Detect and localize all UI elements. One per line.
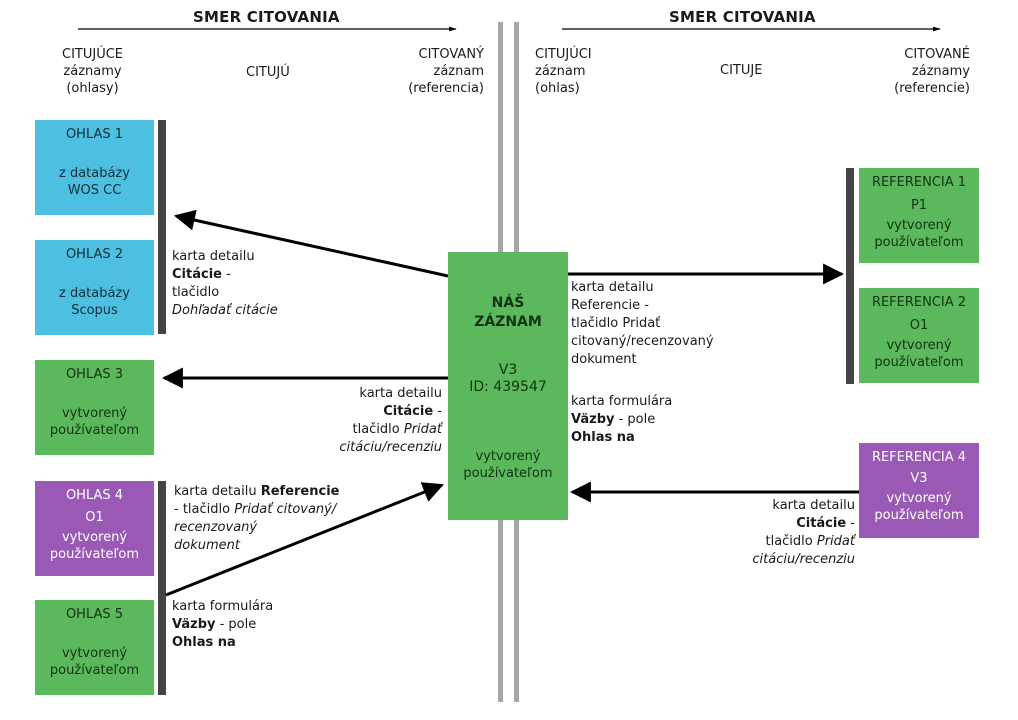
note-referencie-pridat-right: karta detailu Referencie - tlačidlo Prid… — [571, 280, 714, 367]
col-label-citujuce: CITUJÚCE záznamy (ohlasy) — [62, 47, 124, 96]
col-label-citovany: CITOVANÝ záznam (referencia) — [408, 47, 484, 96]
note-vazby-ohlas-na-left: karta formulára Väzby - pole Ohlas na — [172, 599, 274, 650]
ohlas-1-box: OHLAS 1 z databázy WOS CC — [35, 120, 154, 215]
note-vazby-ohlas-na-right: karta formulára Väzby - pole Ohlas na — [571, 394, 673, 445]
note-citacie-dohladat: karta detailu Citácie - tlačidlo Dohľada… — [172, 249, 278, 318]
referencia-2-box: REFERENCIA 2 O1 vytvorený používateľom — [859, 288, 979, 383]
ohlas-group-bar-top — [158, 120, 166, 334]
reference-group-bar — [846, 168, 854, 384]
col-label-citovane: CITOVANÉ záznamy (referencie) — [894, 47, 970, 96]
note-referencie-pridat-left: karta detailu Referencie - tlačidlo Prid… — [174, 484, 340, 553]
ohlas-3-box: OHLAS 3 vytvorený používateľom — [35, 360, 154, 455]
ohlas-4-box: OHLAS 4 O1 vytvorený používateľom — [35, 481, 154, 576]
col-label-citujuci: CITUJÚCI záznam (ohlas) — [535, 47, 592, 96]
note-citacie-pridat-right: karta detailu Citácie - tlačidlo Pridať … — [752, 498, 855, 567]
arrow-from-ohlas-bottom — [165, 482, 444, 597]
col-label-cituju: CITUJÚ — [246, 65, 290, 80]
ohlas-group-bar-bottom — [158, 481, 166, 695]
ohlas-5-box: OHLAS 5 vytvorený používateľom — [35, 600, 154, 695]
arrow-to-ohlas-top — [173, 209, 449, 278]
our-record-box: NÁŠ ZÁZNAM V3 ID: 439547 vytvorený použí… — [448, 252, 568, 520]
col-label-cituje: CITUJE — [720, 63, 763, 78]
header-left: SMER CITOVANIA — [193, 8, 340, 26]
referencia-4-box: REFERENCIA 4 V3 vytvorený používateľom — [859, 443, 979, 538]
header-right: SMER CITOVANIA — [669, 8, 816, 26]
ohlas-2-box: OHLAS 2 z databázy Scopus — [35, 240, 154, 335]
note-citacie-pridat-left: karta detailu Citácie - tlačidlo Pridať … — [339, 386, 442, 455]
referencia-1-box: REFERENCIA 1 P1 vytvorený používateľom — [859, 168, 979, 263]
